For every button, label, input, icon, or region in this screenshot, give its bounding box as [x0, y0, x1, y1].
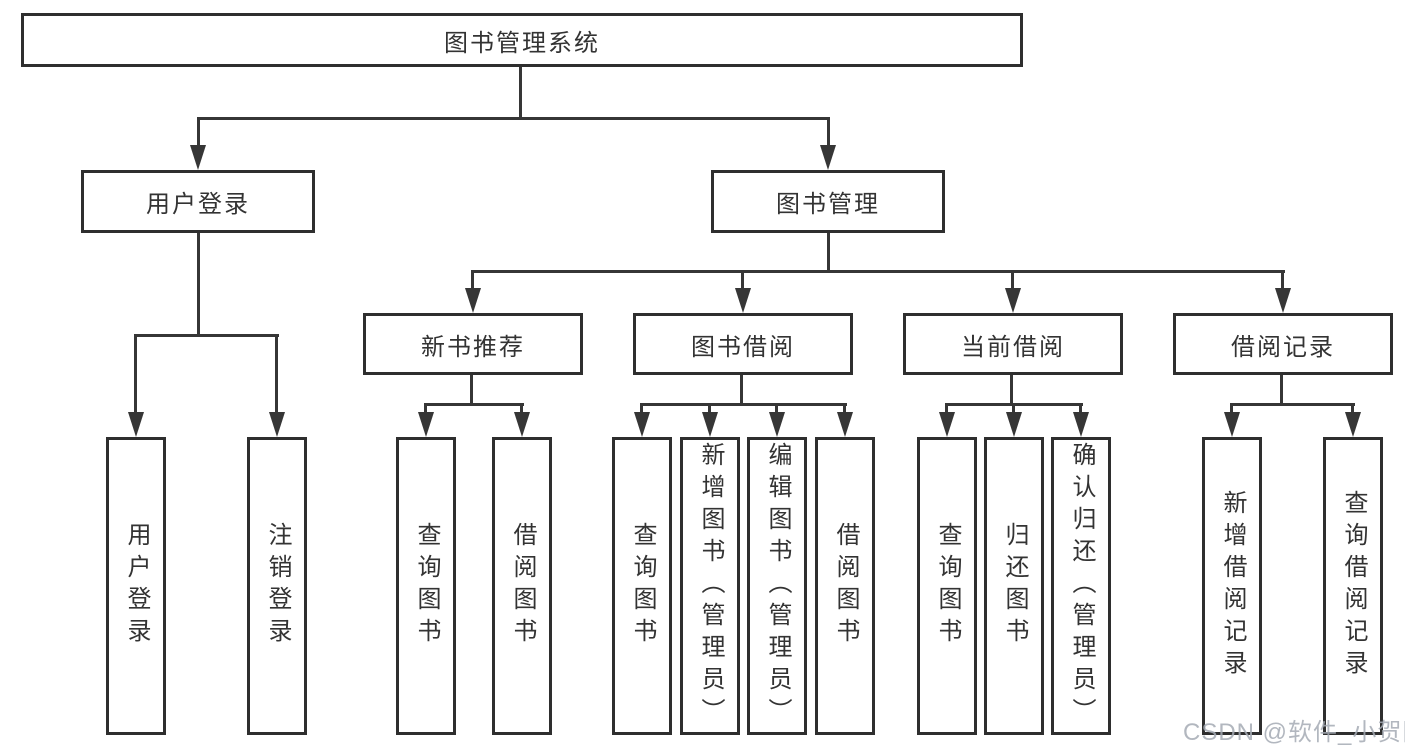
connector-drop-user-login	[197, 117, 200, 145]
connector-drop-leaf	[275, 334, 278, 412]
arrowhead-icon	[939, 412, 955, 437]
connector-drop-leaf	[520, 403, 523, 412]
leaf-query-borrow-record: 查询借阅记录	[1323, 437, 1383, 735]
arrowhead-icon	[1073, 412, 1089, 437]
arrowhead-icon	[1006, 412, 1022, 437]
arrowhead-icon	[634, 412, 650, 437]
node-label: 图书管理	[776, 191, 880, 218]
leaf-return-book: 归还图书	[984, 437, 1044, 735]
node-new-book-recommend: 新书推荐	[363, 313, 583, 375]
leaf-query-books-current: 查询图书	[917, 437, 977, 735]
connector-drop-leaf	[1351, 403, 1354, 412]
leaf-label: 查询图书	[934, 522, 961, 650]
connector-new-book-rail	[424, 403, 524, 406]
arrowhead-icon	[190, 145, 206, 170]
connector-book-borrow-rail	[640, 403, 847, 406]
leaf-logout: 注销登录	[247, 437, 307, 735]
connector-drop-leaf	[1079, 403, 1082, 412]
leaf-label: 新增借阅记录	[1219, 490, 1246, 682]
leaf-borrow-books: 借阅图书	[815, 437, 875, 735]
connector-drop-leaf	[1230, 403, 1233, 412]
leaf-label: 新增图书（管理员）	[697, 442, 724, 730]
connector-drop-leaf	[945, 403, 948, 412]
leaf-confirm-return-admin: 确认归还（管理员）	[1051, 437, 1111, 735]
arrowhead-icon	[702, 412, 718, 437]
arrowhead-icon	[1224, 412, 1240, 437]
connector-drop-level3	[471, 270, 474, 288]
leaf-user-login: 用户登录	[106, 437, 166, 735]
leaf-edit-book-admin: 编辑图书（管理员）	[747, 437, 807, 735]
node-label: 借阅记录	[1231, 333, 1335, 361]
node-label: 用户登录	[146, 191, 250, 218]
connector-drop-leaf	[134, 334, 137, 412]
connector-drop-leaf	[843, 403, 846, 412]
arrowhead-icon	[1005, 288, 1021, 313]
connector-user-login-rail	[134, 334, 279, 337]
leaf-label: 注销登录	[264, 522, 291, 650]
node-label: 图书管理系统	[444, 29, 600, 57]
connector-borrow-record-rail	[1230, 403, 1355, 406]
arrowhead-icon	[837, 412, 853, 437]
node-borrow-records: 借阅记录	[1173, 313, 1393, 375]
arrowhead-icon	[418, 412, 434, 437]
node-label: 图书借阅	[691, 333, 795, 361]
arrowhead-icon	[735, 288, 751, 313]
leaf-label: 借阅图书	[509, 522, 536, 650]
connector-drop-leaf	[708, 403, 711, 412]
leaf-borrow-books-recommend: 借阅图书	[492, 437, 552, 735]
arrowhead-icon	[128, 412, 144, 437]
node-book-borrow: 图书借阅	[633, 313, 853, 375]
connector-user-login-stub	[197, 233, 200, 334]
connector-new-book-stub	[470, 375, 473, 403]
arrowhead-icon	[769, 412, 785, 437]
connector-borrow-record-stub	[1280, 375, 1283, 403]
connector-book-management-rail	[471, 270, 1285, 273]
connector-drop-book-management	[827, 117, 830, 145]
connector-drop-leaf	[1012, 403, 1015, 412]
csdn-watermark: CSDN @软件_小贺同学	[1183, 719, 1405, 746]
leaf-query-books-borrow: 查询图书	[612, 437, 672, 735]
connector-drop-level3	[741, 270, 744, 288]
leaf-query-books-recommend: 查询图书	[396, 437, 456, 735]
connector-drop-leaf	[640, 403, 643, 412]
arrowhead-icon	[820, 145, 836, 170]
connector-root-stub	[519, 67, 522, 117]
leaf-add-borrow-record: 新增借阅记录	[1202, 437, 1262, 735]
node-current-borrow: 当前借阅	[903, 313, 1123, 375]
node-user-login: 用户登录	[81, 170, 315, 233]
connector-current-borrow-stub	[1010, 375, 1013, 403]
connector-drop-leaf	[424, 403, 427, 412]
leaf-label: 归还图书	[1001, 522, 1028, 650]
leaf-label: 查询借阅记录	[1340, 490, 1367, 682]
arrowhead-icon	[1345, 412, 1361, 437]
connector-book-borrow-stub	[740, 375, 743, 403]
node-book-management: 图书管理	[711, 170, 945, 233]
arrowhead-icon	[1275, 288, 1291, 313]
arrowhead-icon	[465, 288, 481, 313]
leaf-label: 查询图书	[413, 522, 440, 650]
node-label: 当前借阅	[961, 333, 1065, 361]
connector-root-rail	[197, 117, 830, 120]
arrowhead-icon	[514, 412, 530, 437]
connector-drop-level3	[1011, 270, 1014, 288]
leaf-label: 编辑图书（管理员）	[764, 442, 791, 730]
leaf-label: 用户登录	[123, 522, 150, 650]
connector-book-management-stub	[827, 233, 830, 270]
leaf-label: 借阅图书	[832, 522, 859, 650]
connector-drop-level3	[1281, 270, 1284, 288]
node-library-system: 图书管理系统	[21, 13, 1023, 67]
leaf-label: 查询图书	[629, 522, 656, 650]
connector-drop-leaf	[775, 403, 778, 412]
leaf-label: 确认归还（管理员）	[1068, 442, 1095, 730]
node-label: 新书推荐	[421, 333, 525, 361]
arrowhead-icon	[269, 412, 285, 437]
leaf-add-book-admin: 新增图书（管理员）	[680, 437, 740, 735]
